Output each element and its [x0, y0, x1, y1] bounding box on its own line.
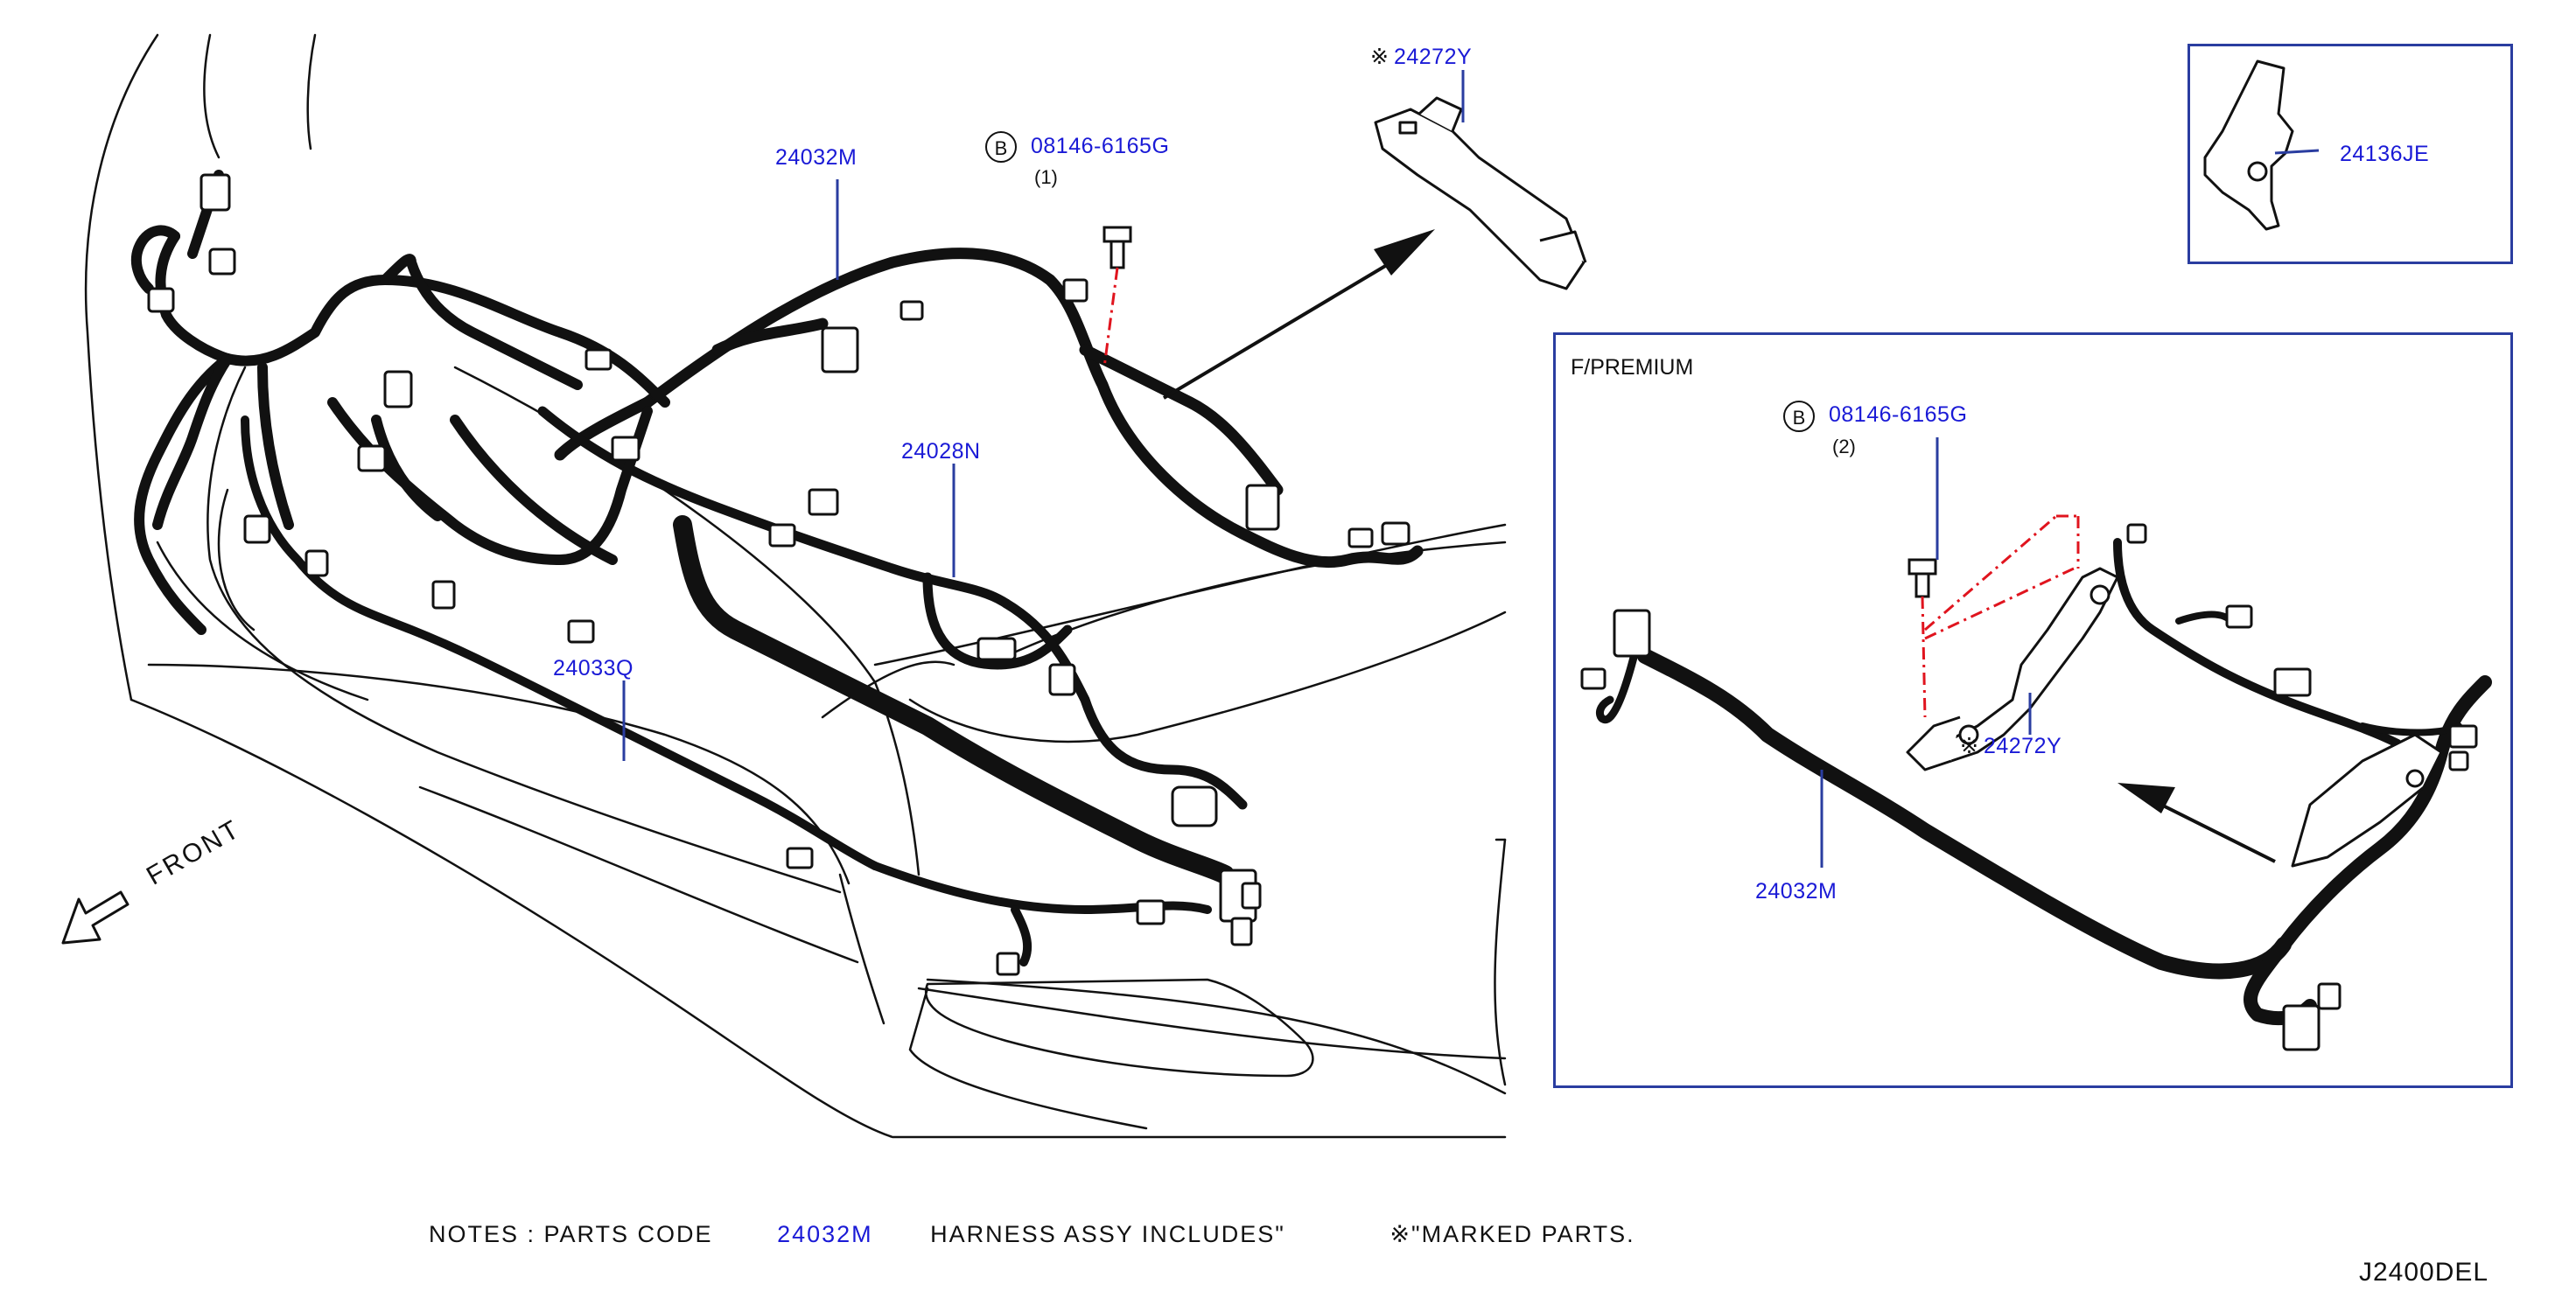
notes-prefix: NOTES : PARTS CODE — [429, 1221, 713, 1247]
bolt-badge-inset: B — [1783, 401, 1815, 432]
callout-bolt-main[interactable]: 08146-6165G — [1031, 134, 1170, 158]
callout-harness-24028N[interactable]: 24028N — [901, 439, 981, 464]
callout-bracket-top-group: ※24272Y — [1370, 44, 1472, 70]
callout-bracket-inset-group: ※24272Y — [1960, 733, 2062, 759]
bolt-badge-main: B — [985, 131, 1017, 163]
connectors-main — [147, 173, 1410, 976]
direction-arrow-inset — [2118, 783, 2276, 863]
clip-detail-frame — [2188, 44, 2513, 264]
marked-symbol-inset: ※ — [1960, 734, 1978, 758]
front-arrow — [61, 890, 130, 945]
main-harness-24032M — [554, 248, 1424, 569]
marked-symbol: ※ — [1370, 45, 1389, 69]
callout-harness-24033Q[interactable]: 24033Q — [553, 656, 634, 680]
harness-24033Q — [241, 415, 1212, 967]
inset-bracket-drawing — [1906, 567, 2443, 868]
notes-part-code[interactable]: 24032M — [777, 1221, 873, 1247]
inset-title: F/PREMIUM — [1571, 355, 1694, 380]
premium-inset-frame — [1553, 332, 2513, 1088]
notes-marked: ※"MARKED PARTS. — [1390, 1221, 1635, 1247]
bolt-inset-drawing — [1908, 514, 2080, 718]
leader-lines — [622, 70, 2032, 868]
bolt-inset-qty: (2) — [1832, 436, 1856, 457]
direction-arrow-main — [1162, 229, 1435, 400]
callout-clip-24136JE[interactable]: 24136JE — [2340, 142, 2430, 166]
callout-bracket-top[interactable]: 24272Y — [1393, 45, 1473, 69]
bolt-main-qty: (1) — [1034, 166, 1058, 188]
bolt-main-drawing — [1102, 226, 1132, 368]
inset-connectors — [1580, 523, 2478, 1051]
left-harness-branches — [130, 170, 670, 635]
callout-harness-main[interactable]: 24032M — [775, 145, 858, 170]
notes-middle: HARNESS ASSY INCLUDES" — [930, 1221, 1285, 1247]
harness-trunk — [673, 515, 1235, 884]
clip-24136JE-drawing — [2203, 59, 2320, 231]
notes-line: NOTES : PARTS CODE 24032M HARNESS ASSY I… — [429, 1221, 1635, 1248]
vehicle-body-outline — [84, 33, 1507, 1139]
callout-bracket-inset[interactable]: 24272Y — [1983, 734, 2062, 758]
callout-bolt-inset[interactable]: 08146-6165G — [1829, 402, 1968, 427]
diagram-code: J2400DEL — [2359, 1258, 2489, 1287]
bracket-24272Y-drawing — [1374, 96, 1587, 290]
callout-harness-main-inset[interactable]: 24032M — [1755, 879, 1838, 904]
